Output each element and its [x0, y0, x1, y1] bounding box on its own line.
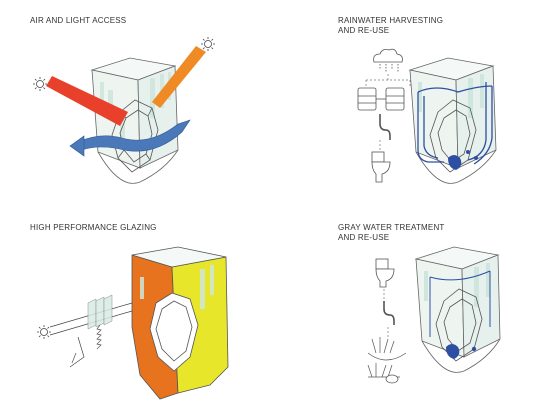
panel-air-light-access: AIR AND LIGHT ACCESS: [0, 0, 268, 207]
toilet-icon: [376, 259, 394, 287]
panel-high-performance-glazing: HIGH PERFORMANCE GLAZING: [0, 207, 268, 414]
pipe-icon: [384, 301, 394, 325]
filter-plant-icon: [368, 337, 406, 383]
flow-connector: [366, 74, 410, 88]
air-light-diagram: [0, 0, 268, 207]
sun-icon: [33, 77, 47, 91]
reflection-spring: [72, 325, 101, 363]
rainwater-diagram: [268, 0, 536, 207]
panel-rainwater-harvesting: RAINWATER HARVESTING AND RE-USE: [268, 0, 536, 207]
tank-icon: [358, 88, 404, 110]
glass-pane-layers: [88, 295, 112, 329]
panel-gray-water-treatment: GRAY WATER TREATMENT AND RE-USE: [268, 207, 536, 414]
pipe-icon: [380, 114, 390, 140]
sun-icon: [37, 325, 51, 339]
sun-icon: [201, 37, 215, 51]
toilet-icon: [372, 152, 390, 182]
glazing-diagram: [0, 207, 268, 414]
graywater-diagram: [268, 207, 536, 414]
cloud-icon: [374, 49, 403, 72]
tower-outline: [92, 58, 178, 183]
